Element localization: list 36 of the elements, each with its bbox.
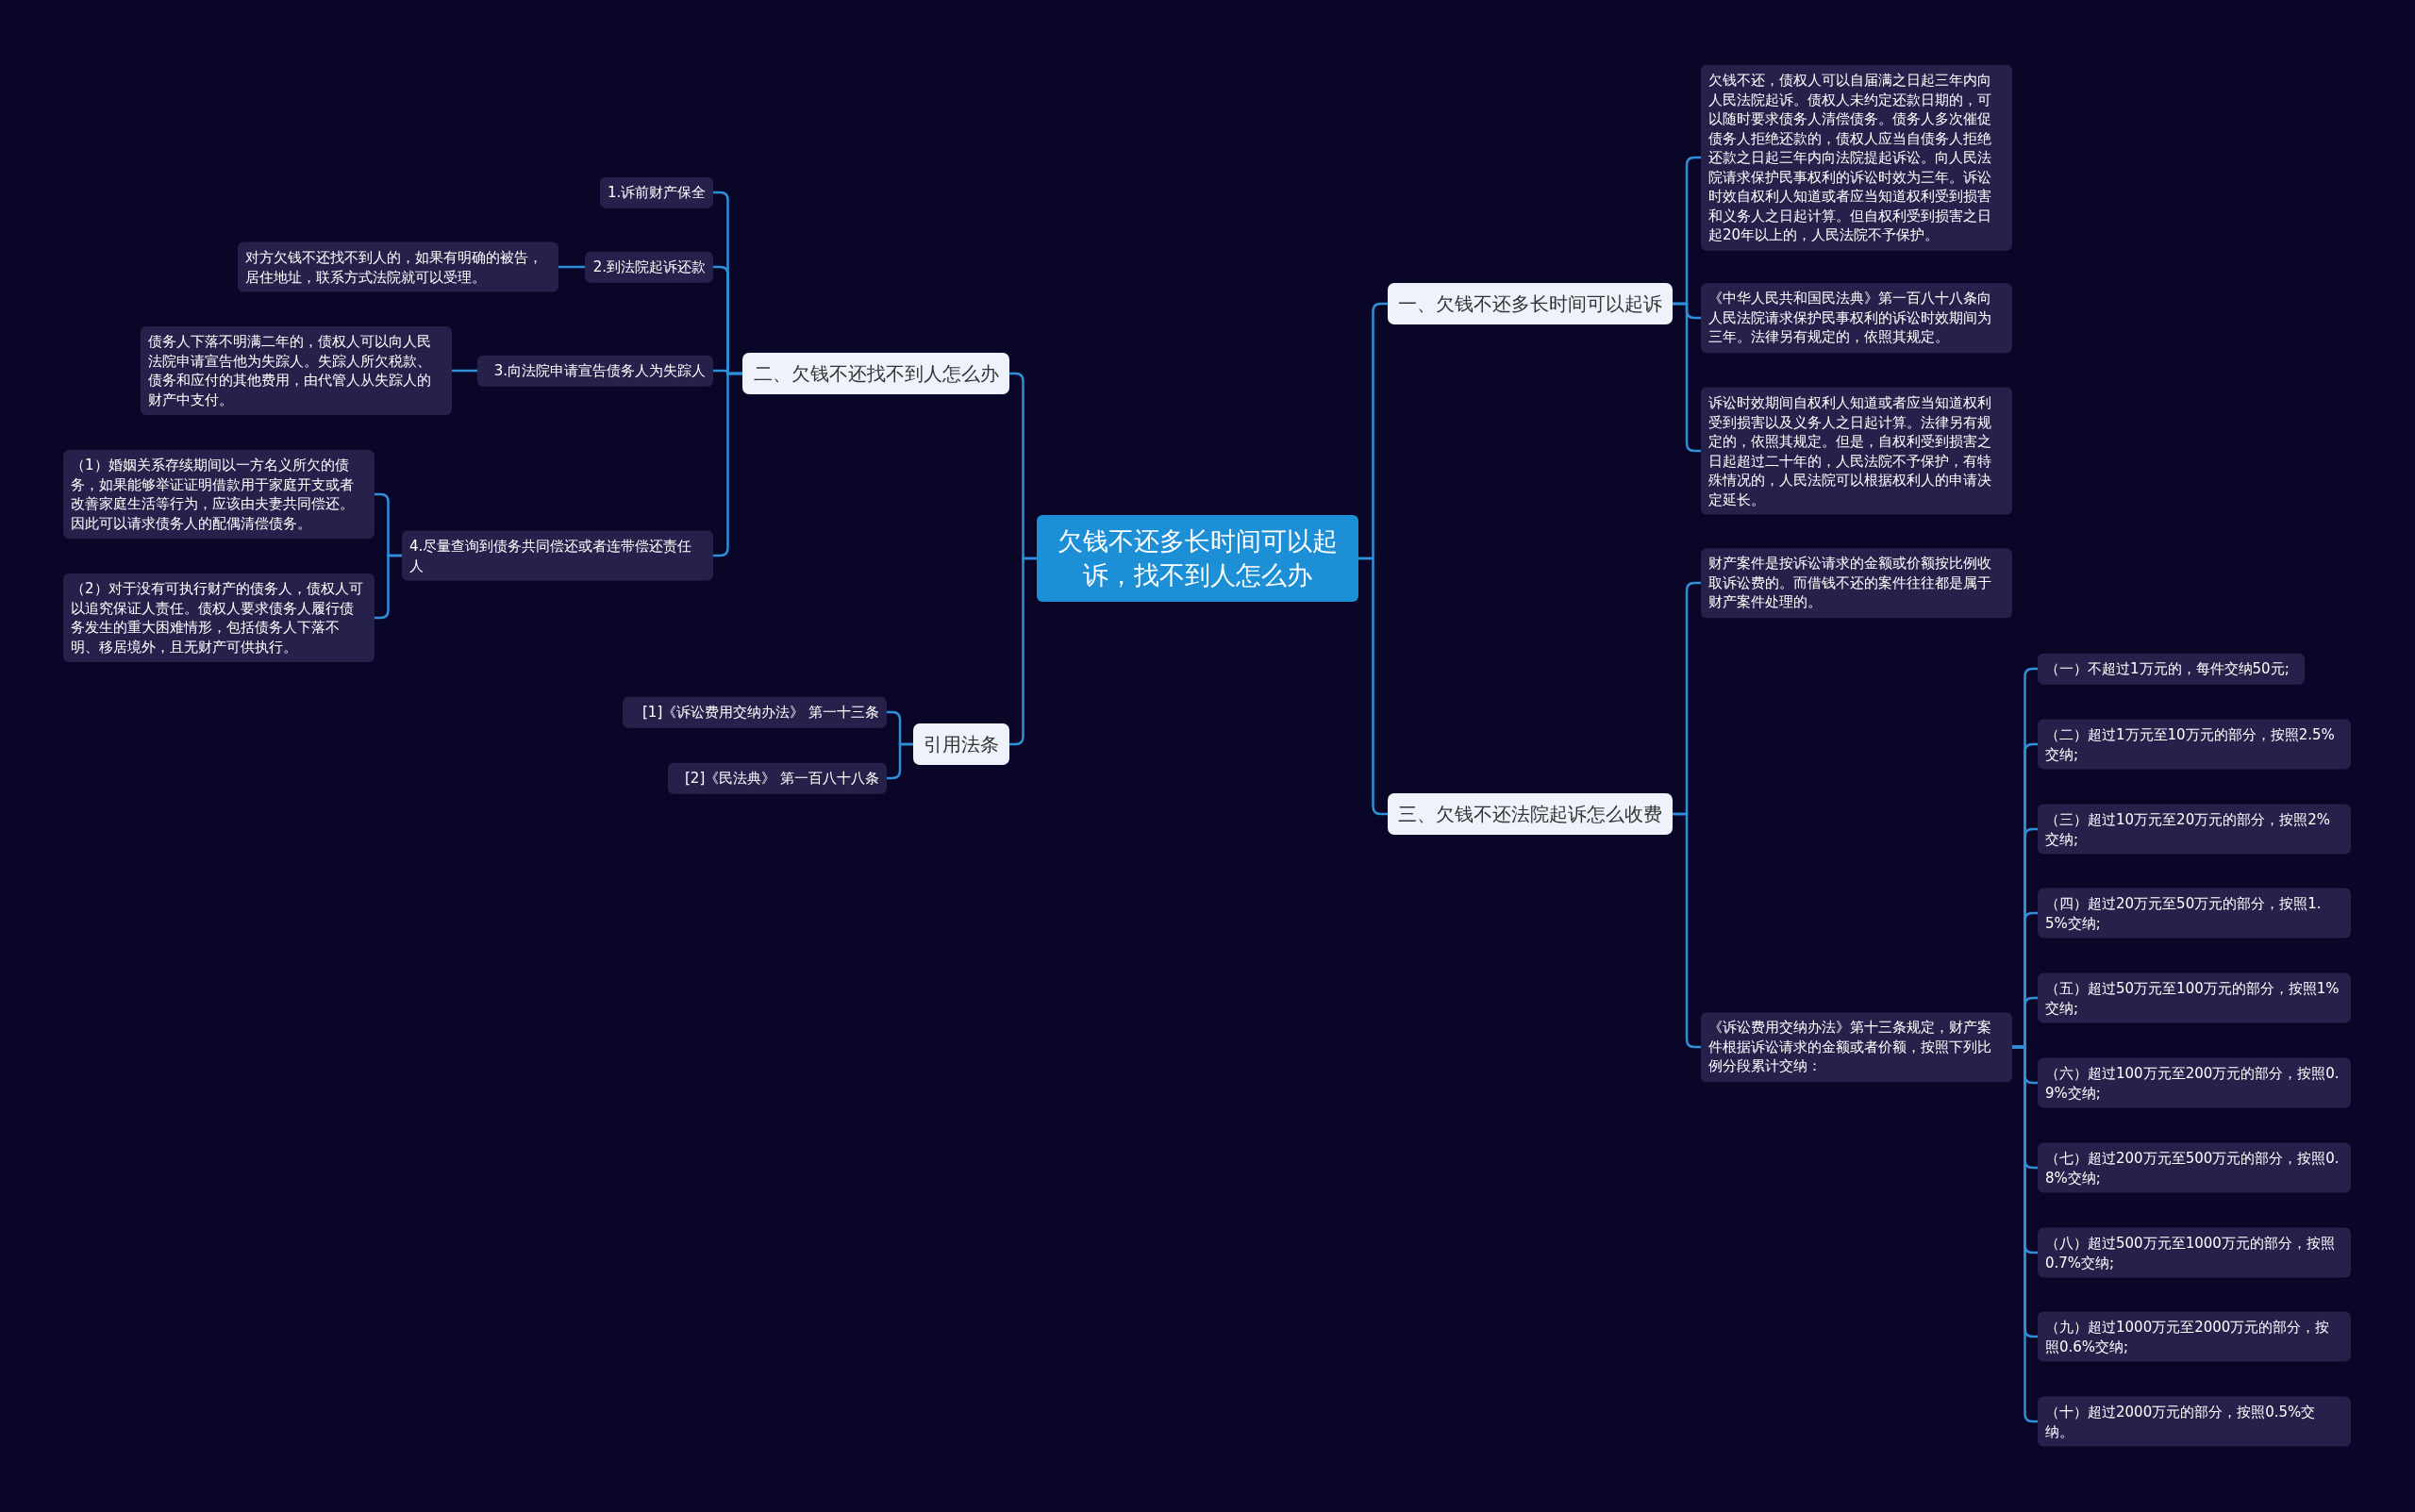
central-topic: 欠钱不还多长时间可以起诉，找不到人怎么办: [1037, 515, 1358, 602]
note-box: （2）对于没有可执行财产的债务人，债权人可以追究保证人责任。债权人要求债务人履行债务发生的重大困难情形，包括债务人下落不明、移居境外，且无财产可供执行。: [63, 573, 375, 662]
connector-line: [887, 742, 913, 780]
note-box: 《中华人民共和国民法典》第一百八十八条向人民法院请求保护民事权利的诉讼时效期间为三年。法律另有规定的，依照其规定。: [1701, 283, 2012, 353]
note-box: 对方欠钱不还找不到人的，如果有明确的被告，居住地址，联系方式法院就可以受理。: [238, 241, 558, 292]
note-box: 诉讼时效期间自权利人知道或者应当知道权利受到损害以及义务人之日起计算。法律另有规定的，依照其规定。但是，自权利受到损害之日起超过二十年的，人民法院不予保护，有特殊情况的，人民法院可以根据权利人的申请决定延长。: [1701, 387, 2012, 515]
connector-line: [452, 369, 477, 373]
note-box: （三）超过10万元至20万元的部分，按照2%交纳;: [2038, 804, 2351, 855]
note-box: [1]《诉讼费用交纳办法》 第一十三条: [623, 696, 887, 728]
note-box: （十）超过2000万元的部分，按照0.5%交纳。: [2038, 1396, 2351, 1447]
branch-topic: 一、欠钱不还多长时间可以起诉: [1388, 283, 1673, 324]
note-box: （六）超过100万元至200万元的部分，按照0.9%交纳;: [2038, 1057, 2351, 1108]
connector-line: [2012, 1045, 2038, 1423]
note-box: （1）婚姻关系存续期间以一方名义所欠的债务，如果能够举证证明借款用于家庭开支或者改善家庭生活等行为，应该由夫妻共同偿还。因此可以请求债务人的配偶清偿债务。: [63, 450, 375, 539]
branch-topic: 二、欠钱不还找不到人怎么办: [742, 353, 1009, 394]
note-box: （四）超过20万元至50万元的部分，按照1.5%交纳;: [2038, 888, 2351, 939]
note-box: （九）超过1000万元至2000万元的部分，按照0.6%交纳;: [2038, 1311, 2351, 1362]
note-box: [2]《民法典》 第一百八十八条: [668, 762, 887, 794]
branch-topic: 引用法条: [913, 723, 1009, 765]
note-box: 欠钱不还，债权人可以自届满之日起三年内向人民法院起诉。债权人未约定还款日期的，可以随时要求债务人清偿债务。债务人多次催促债务人拒绝还款的，债权人应当自债务人拒绝还款之日起三年内向法院提起诉讼。向人民法院请求保护民事权利的诉讼时效为三年。诉讼时效自权利人知道或者应当知道权利受到损害和义务人之日起计算。但自权利受到损害之日起20年以上的，人民法院不予保护。: [1701, 64, 2012, 251]
branch-topic: 三、欠钱不还法院起诉怎么收费: [1388, 793, 1673, 835]
note-box: 债务人下落不明满二年的，债权人可以向人民法院申请宣告他为失踪人。失踪人所欠税款、债务和应付的其他费用，由代管人从失踪人的财产中支付。: [141, 326, 452, 415]
note-box: 3.向法院申请宣告债务人为失踪人: [477, 355, 713, 387]
note-box: 2.到法院起诉还款: [585, 251, 713, 283]
note-box: 4.尽量查询到债务共同偿还或者连带偿还责任人: [402, 530, 713, 581]
note-box: （一）不超过1万元的，每件交纳50元;: [2038, 653, 2305, 685]
connector-line: [558, 265, 585, 269]
connector-line: [1358, 557, 1388, 816]
note-box: （七）超过200万元至500万元的部分，按照0.8%交纳;: [2038, 1142, 2351, 1193]
note-box: 财产案件是按诉讼请求的金额或价额按比例收取诉讼费的。而借钱不还的案件往往都是属于财产案件处理的。: [1701, 548, 2012, 618]
connector-line: [713, 372, 742, 557]
note-box: （八）超过500万元至1000万元的部分，按照0.7%交纳;: [2038, 1227, 2351, 1278]
note-box: （二）超过1万元至10万元的部分，按照2.5%交纳;: [2038, 719, 2351, 770]
note-box: 1.诉前财产保全: [600, 176, 713, 208]
note-box: （五）超过50万元至100万元的部分，按照1%交纳;: [2038, 972, 2351, 1023]
note-box: 《诉讼费用交纳办法》第十三条规定，财产案件根据诉讼请求的金额或者价额，按照下列比例分段累计交纳：: [1701, 1012, 2012, 1082]
